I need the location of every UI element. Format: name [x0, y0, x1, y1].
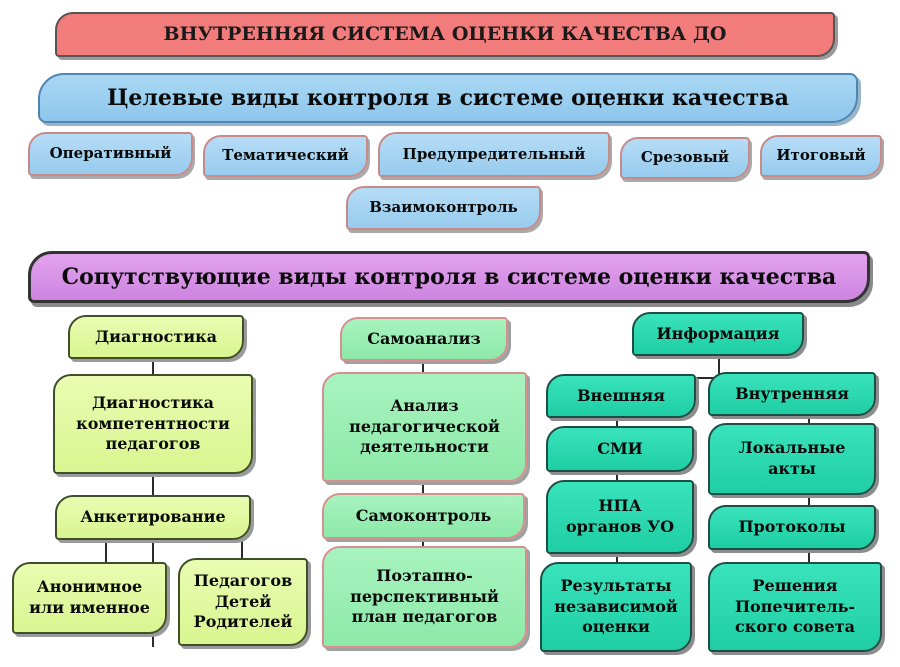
self-analysis-box: Самоанализ [340, 317, 508, 361]
diagnostics-box: Диагностика [68, 315, 244, 359]
protocols-box: Протоколы [708, 505, 876, 550]
connector-info-left [616, 377, 618, 577]
target-type-mutual-control: Взаимоконтроль [346, 186, 541, 230]
self-control-box: Самоконтроль [322, 493, 525, 539]
survey-box: Анкетирование [55, 495, 251, 540]
npa-box: НПА органов УО [546, 480, 694, 554]
independent-assessment-box: Результаты независимой оценки [540, 562, 692, 652]
target-type-thematic: Тематический [203, 135, 368, 177]
target-type-preventive: Предупредительный [378, 132, 610, 177]
local-acts-box: Локальные акты [708, 423, 876, 495]
connector-survey-branch [105, 540, 243, 542]
anonymous-box: Анонимное или именное [12, 562, 167, 634]
target-types-banner: Целевые виды контроля в системе оценки к… [38, 73, 858, 123]
connector-survey-left [105, 540, 107, 565]
board-decisions-box: Решения Попечитель- ского совета [708, 562, 882, 652]
connector-survey-right [241, 540, 243, 562]
internal-info-box: Внутренняя [708, 372, 876, 416]
target-type-final: Итоговый [760, 135, 882, 177]
activity-analysis-box: Анализ педагогической деятельности [322, 372, 527, 482]
accompanying-types-banner: Сопутствующие виды контроля в системе оц… [28, 251, 870, 303]
media-box: СМИ [546, 426, 694, 472]
connector-info-top [718, 353, 720, 378]
competence-diagnostics-box: Диагностика компетентности педагогов [53, 374, 253, 474]
target-type-slice: Срезовый [620, 137, 750, 179]
external-info-box: Внешняя [546, 374, 696, 418]
respondents-box: Педагогов Детей Родителей [178, 558, 308, 646]
perspective-plan-box: Поэтапно- перспективный план педагогов [322, 546, 527, 648]
page-title: ВНУТРЕННЯЯ СИСТЕМА ОЦЕНКИ КАЧЕСТВА ДО [55, 12, 835, 57]
information-box: Информация [632, 312, 804, 356]
target-type-operative: Оперативный [28, 132, 193, 176]
